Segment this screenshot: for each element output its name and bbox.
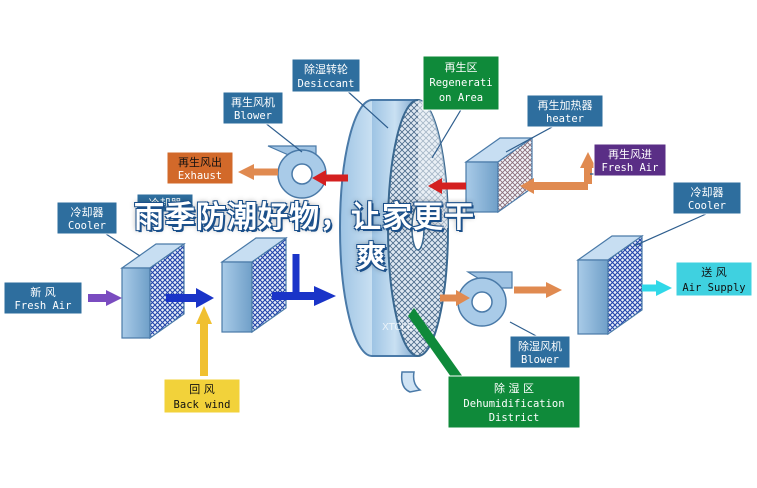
label-fresh-air-en: Fresh Air: [15, 300, 72, 312]
label-cooler-left-en: Cooler: [68, 220, 106, 232]
label-regen-area-zh: 再生区: [445, 60, 478, 74]
label-exhaust-en: Exhaust: [178, 170, 222, 182]
desiccant-wheel: XTCLEAN: [339, 99, 449, 393]
label-cooler-right-en: Cooler: [688, 200, 726, 212]
label-regen-blower-zh: 再生风机: [231, 95, 275, 109]
airflow-arrows: [88, 152, 672, 376]
arrow-process-2: [314, 286, 336, 306]
label-desiccant-zh: 除湿转轮: [304, 62, 348, 76]
label-air-supply-en: Air Supply: [682, 282, 745, 294]
watermark: XTCLEAN: [382, 322, 427, 333]
cooler-left: [120, 242, 186, 340]
label-back-wind: 回 风 Back wind: [163, 378, 241, 414]
label-dehum-en1: Dehumidification: [463, 398, 564, 410]
arrow-fresh-air-in: [106, 290, 122, 306]
label-cooler-left-zh: 冷却器: [71, 206, 104, 219]
arrow-back-wind: [196, 306, 212, 324]
label-process-blower-en: Blower: [521, 354, 559, 366]
label-regen-heater-zh: 再生加热器: [538, 98, 593, 112]
arrow-to-cooler: [546, 282, 562, 298]
arrow-process-1: [196, 288, 214, 308]
label-regen-blower-en: Blower: [234, 110, 272, 122]
process-blower: [457, 271, 513, 327]
arrow-exhaust: [238, 164, 254, 180]
label-regen-heater: 再生加热器 heater: [526, 94, 604, 128]
cooler-middle: [220, 236, 288, 334]
label-fresh-air-zh: 新 风: [30, 285, 56, 299]
label-desiccant: 除湿转轮 Desiccant: [291, 58, 361, 93]
label-process-blower: 除湿风机 Blower: [509, 335, 571, 369]
label-cooler-right: 冷却器 Cooler: [672, 181, 742, 215]
label-regen-area-en2: on Area: [439, 92, 483, 104]
regeneration-blower: [267, 145, 327, 199]
arrow-regen-to-blower: [312, 170, 326, 186]
label-dehum-district: 除 湿 区 Dehumidification District: [447, 375, 581, 429]
arrow-dehum-out: [456, 290, 470, 306]
label-desiccant-en: Desiccant: [298, 78, 355, 90]
dehum-pointer: [408, 308, 468, 384]
label-exhaust-zh: 再生风出: [178, 155, 222, 169]
label-exhaust: 再生风出 Exhaust: [166, 151, 234, 185]
arrow-supply: [656, 280, 672, 296]
label-cooler-left: 冷却器 Cooler: [56, 201, 118, 235]
label-back-wind-en: Back wind: [174, 399, 231, 411]
regeneration-heater-box: [464, 136, 534, 214]
label-cooler-right-zh: 冷却器: [691, 186, 724, 199]
label-dehum-zh: 除 湿 区: [494, 381, 534, 395]
label-cooler-middle-zh: 冷却器: [149, 197, 182, 210]
label-air-supply: 送 风 Air Supply: [675, 261, 753, 297]
cooler-right: [576, 234, 644, 336]
label-regen-area: 再生区 Regenerati on Area: [422, 55, 500, 111]
label-cooler-middle: 冷却器: [136, 193, 194, 213]
label-fresh-air: 新 风 Fresh Air: [3, 281, 83, 315]
label-regen-fresh-in: 再生风进 Fresh Air: [593, 143, 667, 177]
label-regen-fresh-in-en: Fresh Air: [602, 162, 659, 174]
label-process-blower-zh: 除湿风机: [518, 339, 562, 353]
label-back-wind-zh: 回 风: [189, 383, 215, 396]
label-air-supply-zh: 送 风: [701, 265, 727, 279]
arrow-regen-up: [580, 152, 596, 168]
label-regen-blower: 再生风机 Blower: [222, 91, 284, 125]
label-dehum-en2: District: [489, 412, 540, 424]
label-regen-fresh-in-zh: 再生风进: [608, 147, 652, 161]
label-regen-heater-en: heater: [546, 113, 584, 125]
label-regen-area-en1: Regenerati: [429, 77, 492, 89]
arrow-regen-into-wheel: [428, 178, 442, 194]
